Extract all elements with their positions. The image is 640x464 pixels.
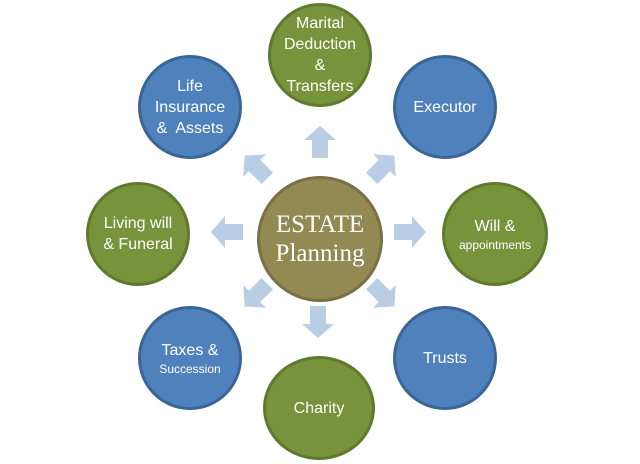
center-circle-estate-planning: ESTATE Planning [257,176,383,302]
node-life-insurance-assets: Life Insurance & Assets [138,55,242,159]
life-line-3: & Assets [156,119,224,137]
will-line-2: appointments [458,237,532,252]
node-executor: Executor [393,55,497,159]
arrow-left [211,216,243,248]
arrow-up [304,126,336,158]
taxes-line-2: Succession [159,361,221,376]
taxes-line-1: Taxes & [161,341,219,359]
arrow-up-right [366,154,396,184]
arrow-right [394,216,426,248]
arrow-up-left [243,154,273,184]
will-line-1: Will & [474,217,516,235]
node-charity: Charity [263,356,375,460]
node-marital-deduction: Marital Deduction & Transfers [268,3,372,107]
living-line-2: & Funeral [103,236,173,253]
executor-line-1: Executor [413,98,477,116]
trusts-line-1: Trusts [423,349,467,367]
node-trusts: Trusts [393,306,497,410]
life-line-1: Life [177,77,203,95]
node-taxes-succession: Taxes & Succession [138,306,242,410]
marital-line-3: & [314,57,326,74]
node-living-will-funeral: Living will & Funeral [86,182,190,286]
arrow-down [302,306,334,338]
charity-line-1: Charity [293,399,345,417]
center-line-2: Planning [275,240,365,267]
living-line-1: Living will [103,215,173,232]
life-line-2: Insurance [154,98,226,116]
marital-line-2: Deduction [283,36,357,53]
arrow-down-right [366,278,396,308]
center-line-1: ESTATE [275,211,365,238]
arrow-down-left [243,278,273,308]
marital-line-4: Transfers [286,78,354,95]
node-will-appointments: Will & appointments [442,182,548,286]
marital-line-1: Marital [295,15,344,32]
